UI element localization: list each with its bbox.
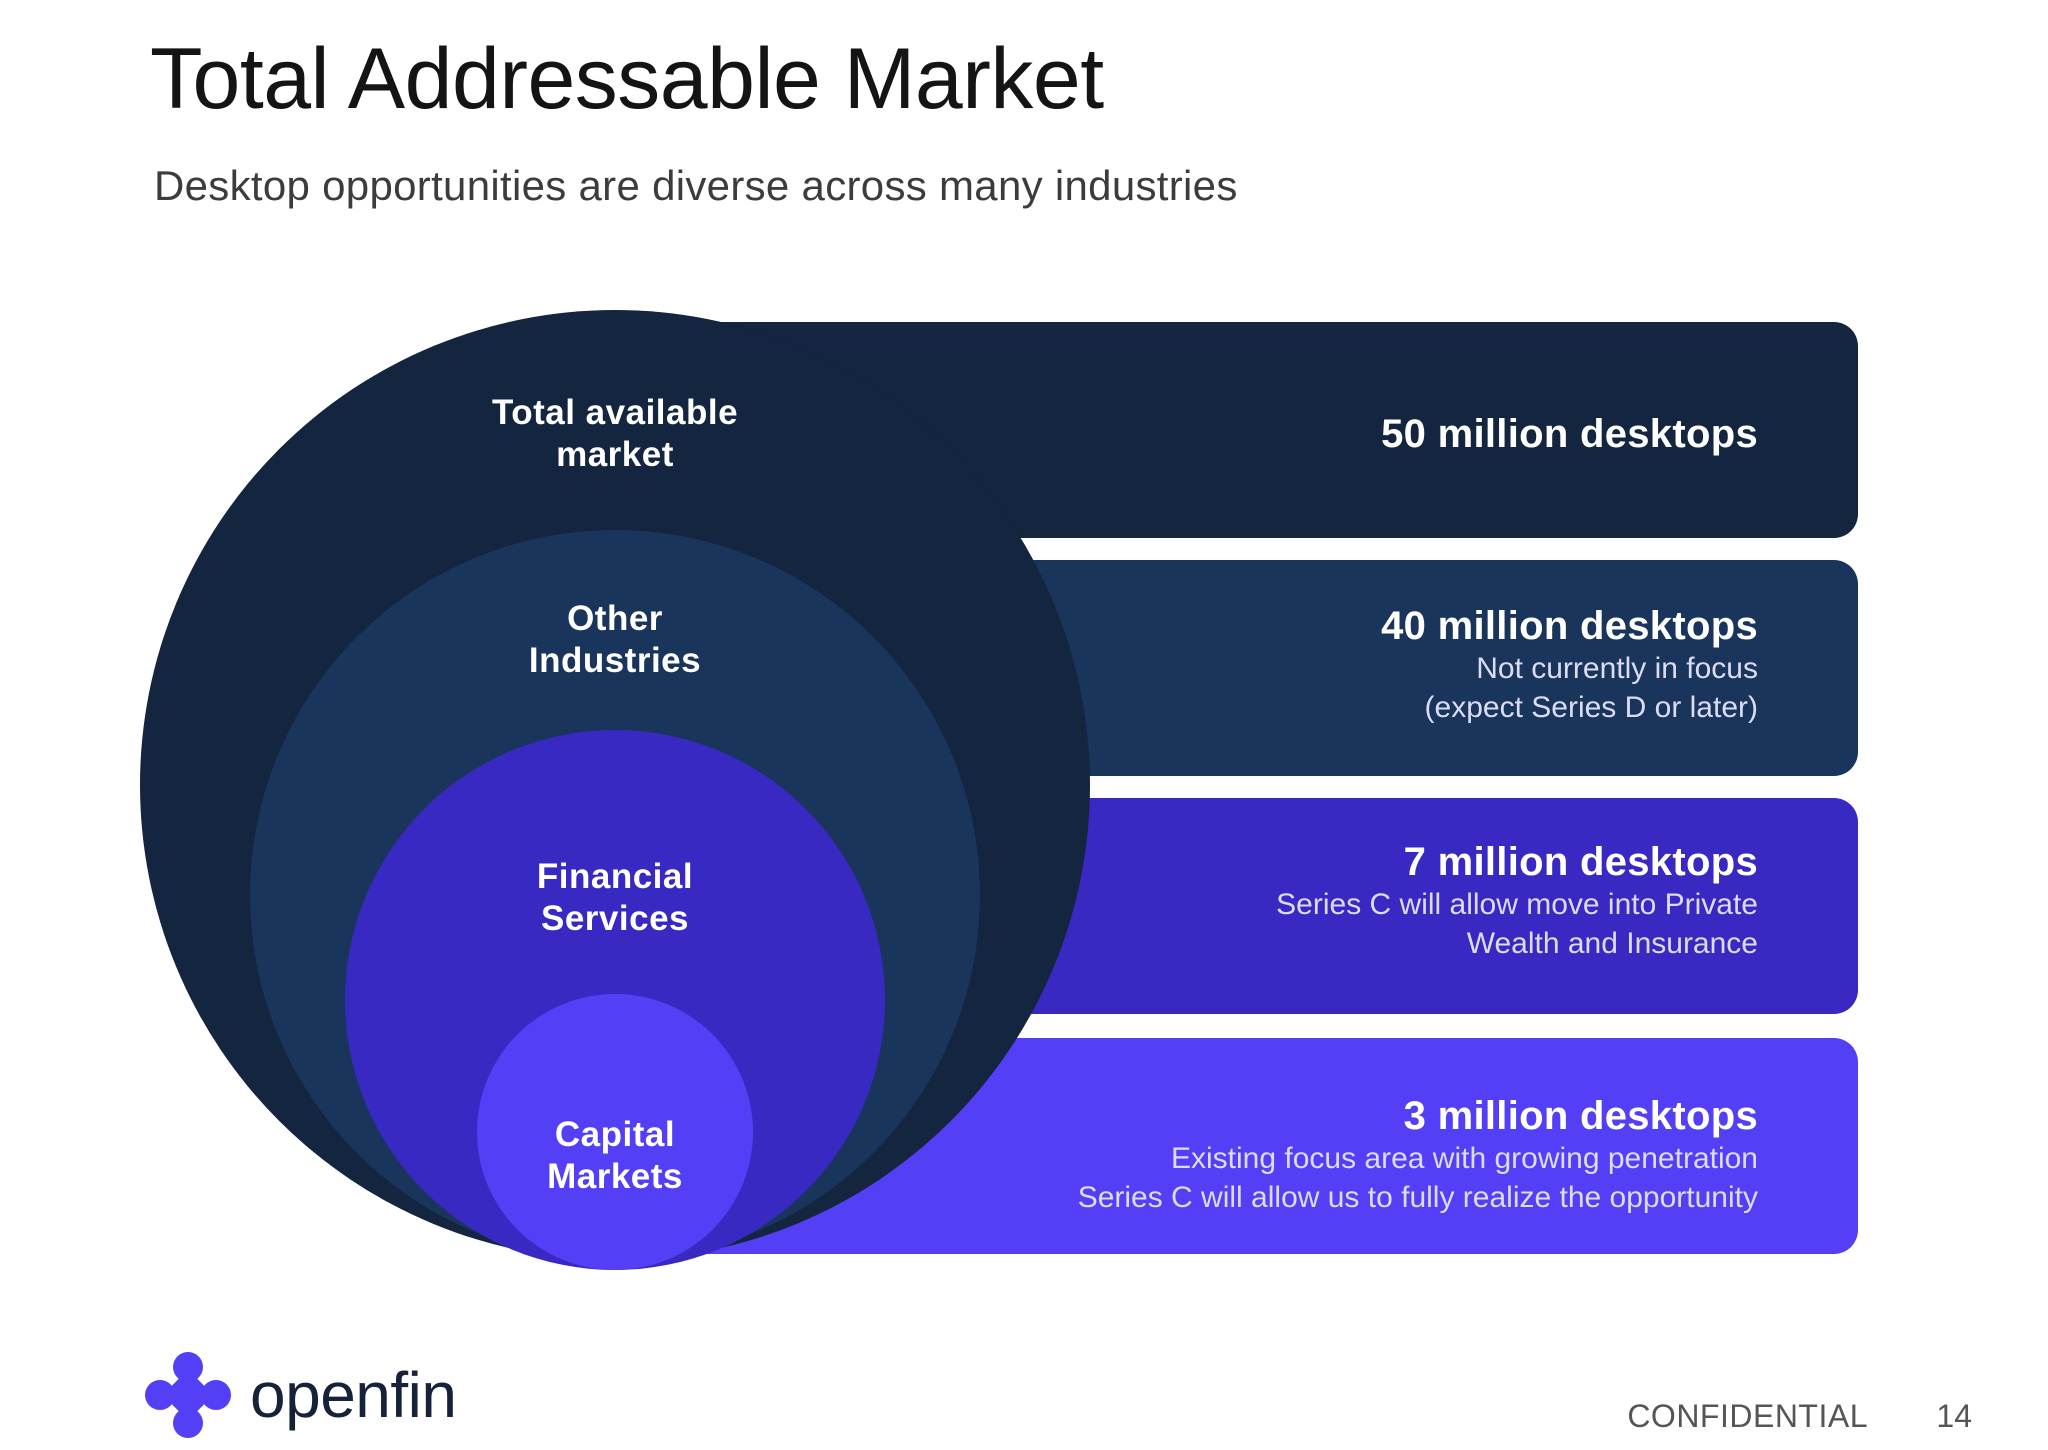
openfin-wordmark: openfin: [250, 1359, 457, 1431]
segment-note: Series C will allow move into Private: [1276, 888, 1758, 921]
segment-headline: 7 million desktops: [1403, 840, 1758, 884]
circle-label-capital-markets: Capital Markets: [547, 1115, 683, 1196]
segment-note: Not currently in focus: [1476, 652, 1758, 685]
band-text-other-industries: 40 million desktops Not currently in foc…: [1381, 604, 1758, 727]
segment-note: Series C will allow us to fully realize …: [1077, 1181, 1758, 1214]
segment-headline: 40 million desktops: [1381, 604, 1758, 648]
segment-headline: 50 million desktops: [1381, 412, 1758, 456]
page-number: 14: [1936, 1398, 1972, 1434]
circle-capital-markets: [477, 994, 753, 1270]
segment-note: Wealth and Insurance: [1466, 927, 1758, 960]
circle-label-other-industries: Other Industries: [528, 599, 702, 680]
confidential-label: CONFIDENTIAL: [1627, 1398, 1868, 1434]
openfin-logo: openfin: [140, 1340, 457, 1450]
circle-label-financial-services: Financial Services: [536, 857, 694, 938]
band-text-capital-markets: 3 million desktops Existing focus area w…: [1078, 1094, 1758, 1217]
segment-note: Existing focus area with growing penetra…: [1171, 1142, 1758, 1175]
page-title: Total Addressable Market: [150, 31, 1104, 127]
band-text-total-market: 50 million desktops: [1381, 412, 1758, 457]
band-text-financial-services: 7 million desktops Series C will allow m…: [1276, 840, 1758, 963]
page-subtitle: Desktop opportunities are diverse across…: [154, 162, 1238, 209]
circle-label-total-market: Total available market: [491, 393, 739, 474]
openfin-logo-icon: [145, 1352, 231, 1438]
segment-note: (expect Series D or later): [1424, 691, 1758, 724]
segment-headline: 3 million desktops: [1403, 1094, 1758, 1138]
